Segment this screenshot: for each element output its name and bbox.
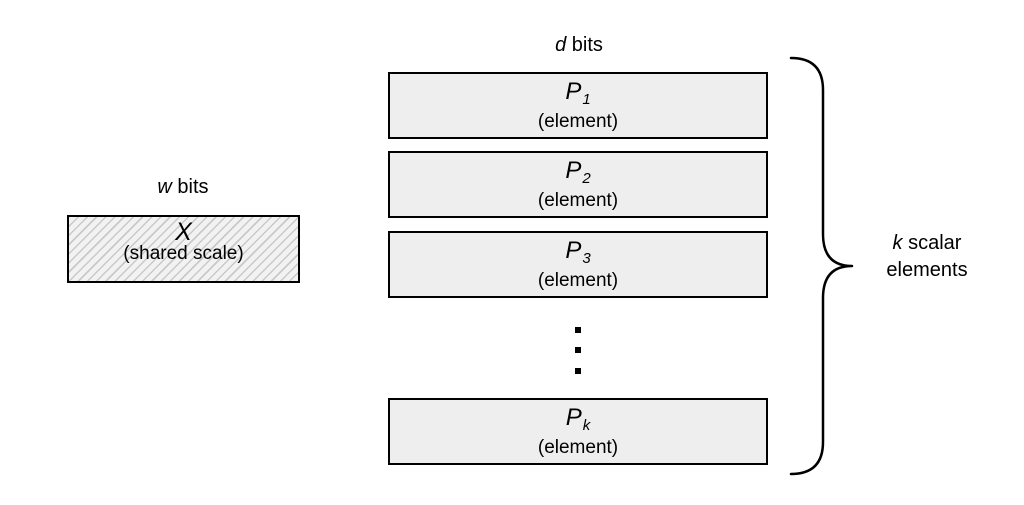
element-subscript-1: 1 <box>582 91 591 108</box>
element-subscript-3: 3 <box>582 250 591 267</box>
scale-width-unit: bits <box>171 176 209 198</box>
element-width-label: d bits <box>524 33 634 57</box>
element-subscript-k: k <box>582 417 591 434</box>
element-description-3: (element) <box>537 270 619 291</box>
element-symbol-2: P2 <box>565 157 591 188</box>
brace-label-line-1: k scalar <box>892 232 962 254</box>
brace-label-line-2: elements <box>886 259 968 281</box>
element-symbol-k: Pk <box>565 404 591 435</box>
element-subscript-2: 2 <box>582 170 591 187</box>
ellipsis-dot-1 <box>575 327 581 333</box>
element-width-variable: d <box>555 34 567 56</box>
element-description-2: (element) <box>537 190 619 211</box>
scale-description: (shared scale) <box>123 243 244 264</box>
shared-scale-box: X (shared scale) <box>67 215 300 283</box>
ellipsis-dot-3 <box>575 368 581 374</box>
element-symbol-3: P3 <box>565 237 591 268</box>
element-description-k: (element) <box>537 437 619 458</box>
scale-symbol: X <box>175 218 192 246</box>
element-box-3: P3 (element) <box>388 231 768 298</box>
scale-width-variable: w <box>157 176 172 198</box>
scale-width-label: w bits <box>128 175 238 199</box>
curly-brace <box>789 56 854 476</box>
element-box-1: P1 (element) <box>388 72 768 139</box>
element-description-1: (element) <box>537 111 619 132</box>
element-box-2: P2 (element) <box>388 151 768 218</box>
element-symbol-1: P1 <box>565 78 591 109</box>
brace-label: k scalar elements <box>862 230 992 284</box>
element-box-k: Pk (element) <box>388 398 768 465</box>
ellipsis-dot-2 <box>575 347 581 353</box>
element-width-unit: bits <box>566 34 603 56</box>
brace-label-variable: k <box>892 232 903 254</box>
